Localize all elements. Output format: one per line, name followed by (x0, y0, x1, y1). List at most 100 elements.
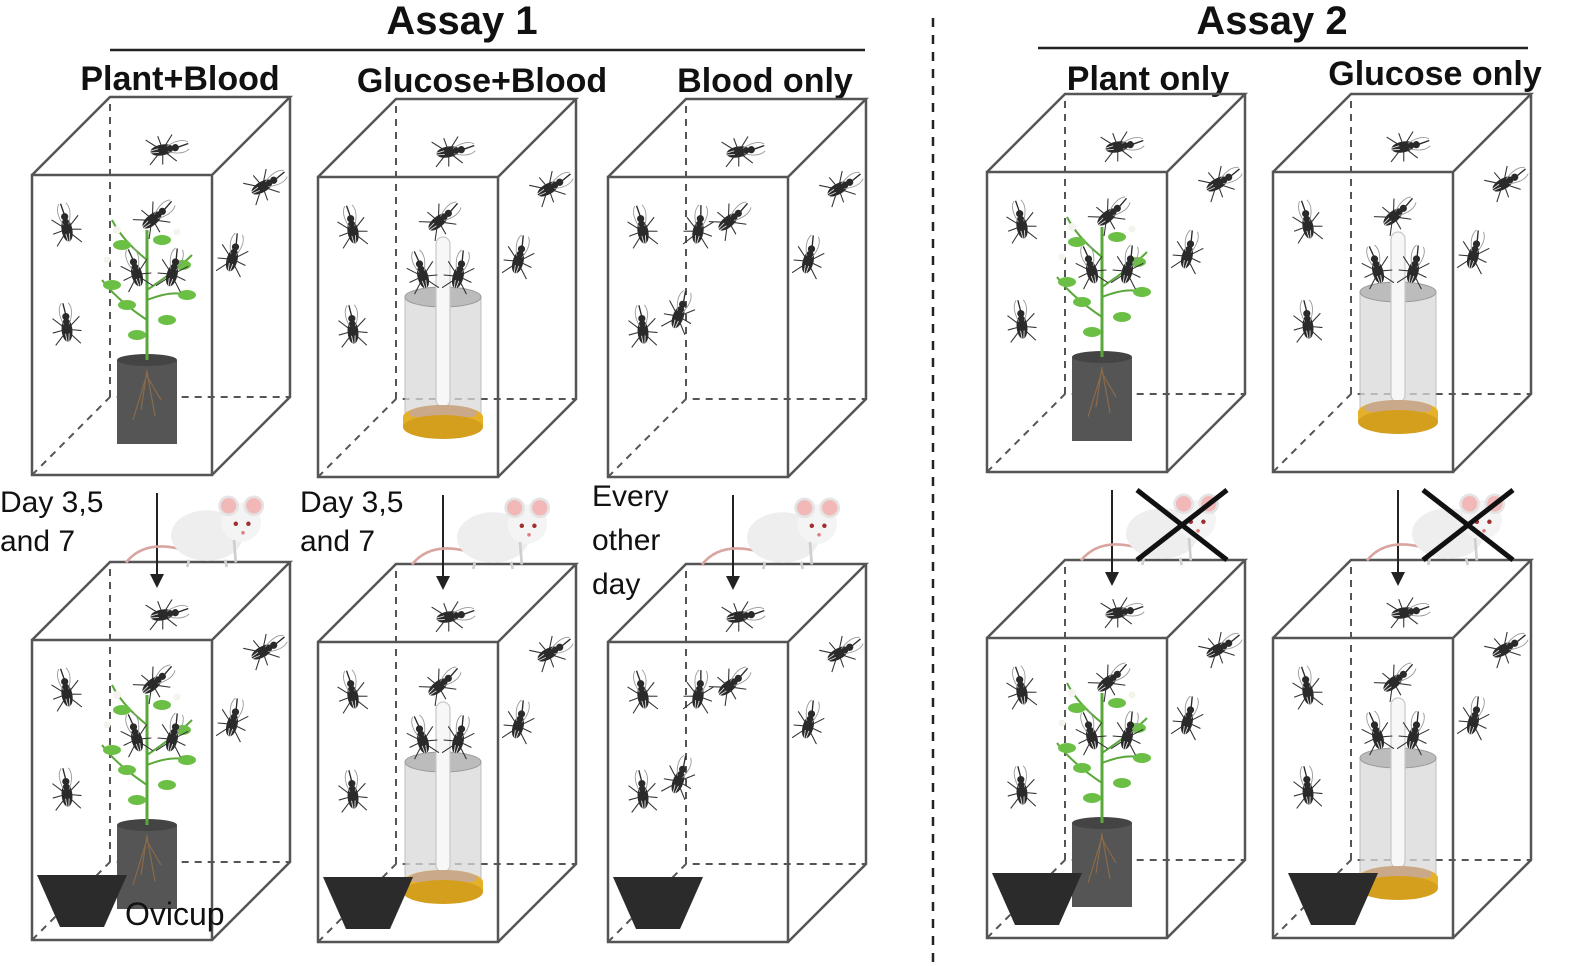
cage-hidden-edges (986, 560, 1245, 939)
mouse (1079, 493, 1220, 567)
assay2-title: Assay 2 (1196, 0, 1347, 43)
mosquito (417, 192, 469, 243)
mosquito (720, 597, 768, 635)
cage-grid (30, 92, 1535, 944)
mosquito (144, 130, 192, 168)
mosquito (789, 231, 830, 281)
ovicup (323, 877, 413, 929)
mosquito (1168, 226, 1209, 276)
cage-hidden-edges (317, 564, 576, 943)
mosquito (623, 667, 661, 715)
mosquito (417, 657, 469, 708)
mosquito (1482, 157, 1535, 205)
transfer-arrow (1105, 490, 1119, 586)
mosquito (623, 202, 661, 250)
mosquito (144, 595, 192, 633)
column-header-glucose-only: Glucose only (1328, 55, 1542, 93)
ovicup (1288, 873, 1378, 925)
mosquito (241, 625, 294, 673)
mosquito (115, 244, 156, 294)
mosquito (1290, 298, 1325, 344)
mosquito (625, 768, 660, 814)
mosquito (527, 627, 580, 675)
mosquito (213, 694, 254, 744)
cage-hidden-edges (1272, 94, 1531, 473)
mosquito (333, 667, 371, 715)
mosquito (1196, 157, 1249, 205)
cage-hidden-edges (31, 562, 290, 941)
mosquito (1372, 653, 1424, 704)
mosquito (1288, 197, 1326, 245)
cage-bottom-2 (316, 562, 580, 944)
mosquito (213, 229, 254, 279)
mouse (124, 495, 265, 569)
cage-edges (30, 560, 294, 942)
mosquito (658, 751, 702, 802)
mosquito (1454, 692, 1495, 742)
mosquito (1002, 663, 1040, 711)
ovicup (37, 875, 127, 927)
arrow-head (436, 576, 450, 590)
cage-top-4 (985, 92, 1249, 474)
ovicup (613, 877, 703, 929)
cage-edges (1271, 558, 1535, 940)
mosquito (789, 696, 830, 746)
cage-edges (985, 92, 1249, 474)
feeding-note-line: day (592, 568, 640, 601)
cross-stroke (1421, 488, 1515, 562)
mosquito (1070, 707, 1111, 757)
mosquito (49, 301, 84, 347)
cage-edges (316, 562, 580, 944)
cage-edges (606, 562, 870, 944)
mosquito (47, 200, 85, 248)
feeding-note-glucose-blood: Day 3,5 and 7 (300, 486, 412, 558)
mosquito (817, 627, 870, 675)
mosquito (1099, 127, 1147, 165)
transfer-arrow (436, 495, 450, 590)
feeding-note-line: Every (592, 480, 669, 513)
mosquito (1168, 692, 1209, 742)
mosquito (817, 162, 870, 210)
mosquito (527, 162, 580, 210)
arrow-head (1391, 572, 1405, 586)
feeding-note-line: and 7 (300, 525, 375, 558)
mosquito (1372, 187, 1424, 238)
mosquito (1482, 623, 1535, 671)
mosquito (1099, 593, 1147, 631)
arrow-head (150, 574, 164, 588)
mosquito (625, 303, 660, 349)
mosquito (1004, 764, 1039, 810)
mosquito (499, 231, 540, 281)
feeding-note-line: Day 3,5 (300, 486, 403, 519)
mosquito (1002, 197, 1040, 245)
feeding-note-line: other (592, 524, 660, 557)
mosquito (241, 160, 294, 208)
mosquito (707, 192, 759, 243)
mouse (700, 497, 841, 571)
column-header-glucose-blood: Glucose+Blood (357, 62, 607, 100)
mosquito (1288, 663, 1326, 711)
mosquito (499, 696, 540, 746)
mosquito (1070, 241, 1111, 291)
assay1-title: Assay 1 (386, 0, 537, 43)
mosquito (335, 303, 370, 349)
cage-bottom-3 (606, 562, 870, 944)
cage-edges (1271, 92, 1535, 474)
cage-hidden-edges (986, 94, 1245, 473)
ovicup-label: Ovicup (125, 896, 225, 932)
no-blood-cross (1135, 488, 1229, 562)
cage-top-5 (1271, 92, 1535, 474)
cage-hidden-edges (31, 97, 290, 476)
mosquito (47, 665, 85, 713)
mosquito (115, 709, 156, 759)
cage-bottom-4 (985, 558, 1249, 940)
plant-pot (100, 216, 198, 446)
arrow-head (1105, 572, 1119, 586)
mosquito (1196, 623, 1249, 671)
cage-edges (985, 558, 1249, 940)
cage-top-3 (606, 97, 870, 479)
feeding-note-blood-only: Every other day (592, 480, 677, 601)
mosquito (1454, 226, 1495, 276)
cage-edges (316, 97, 580, 479)
cage-hidden-edges (1272, 560, 1531, 939)
